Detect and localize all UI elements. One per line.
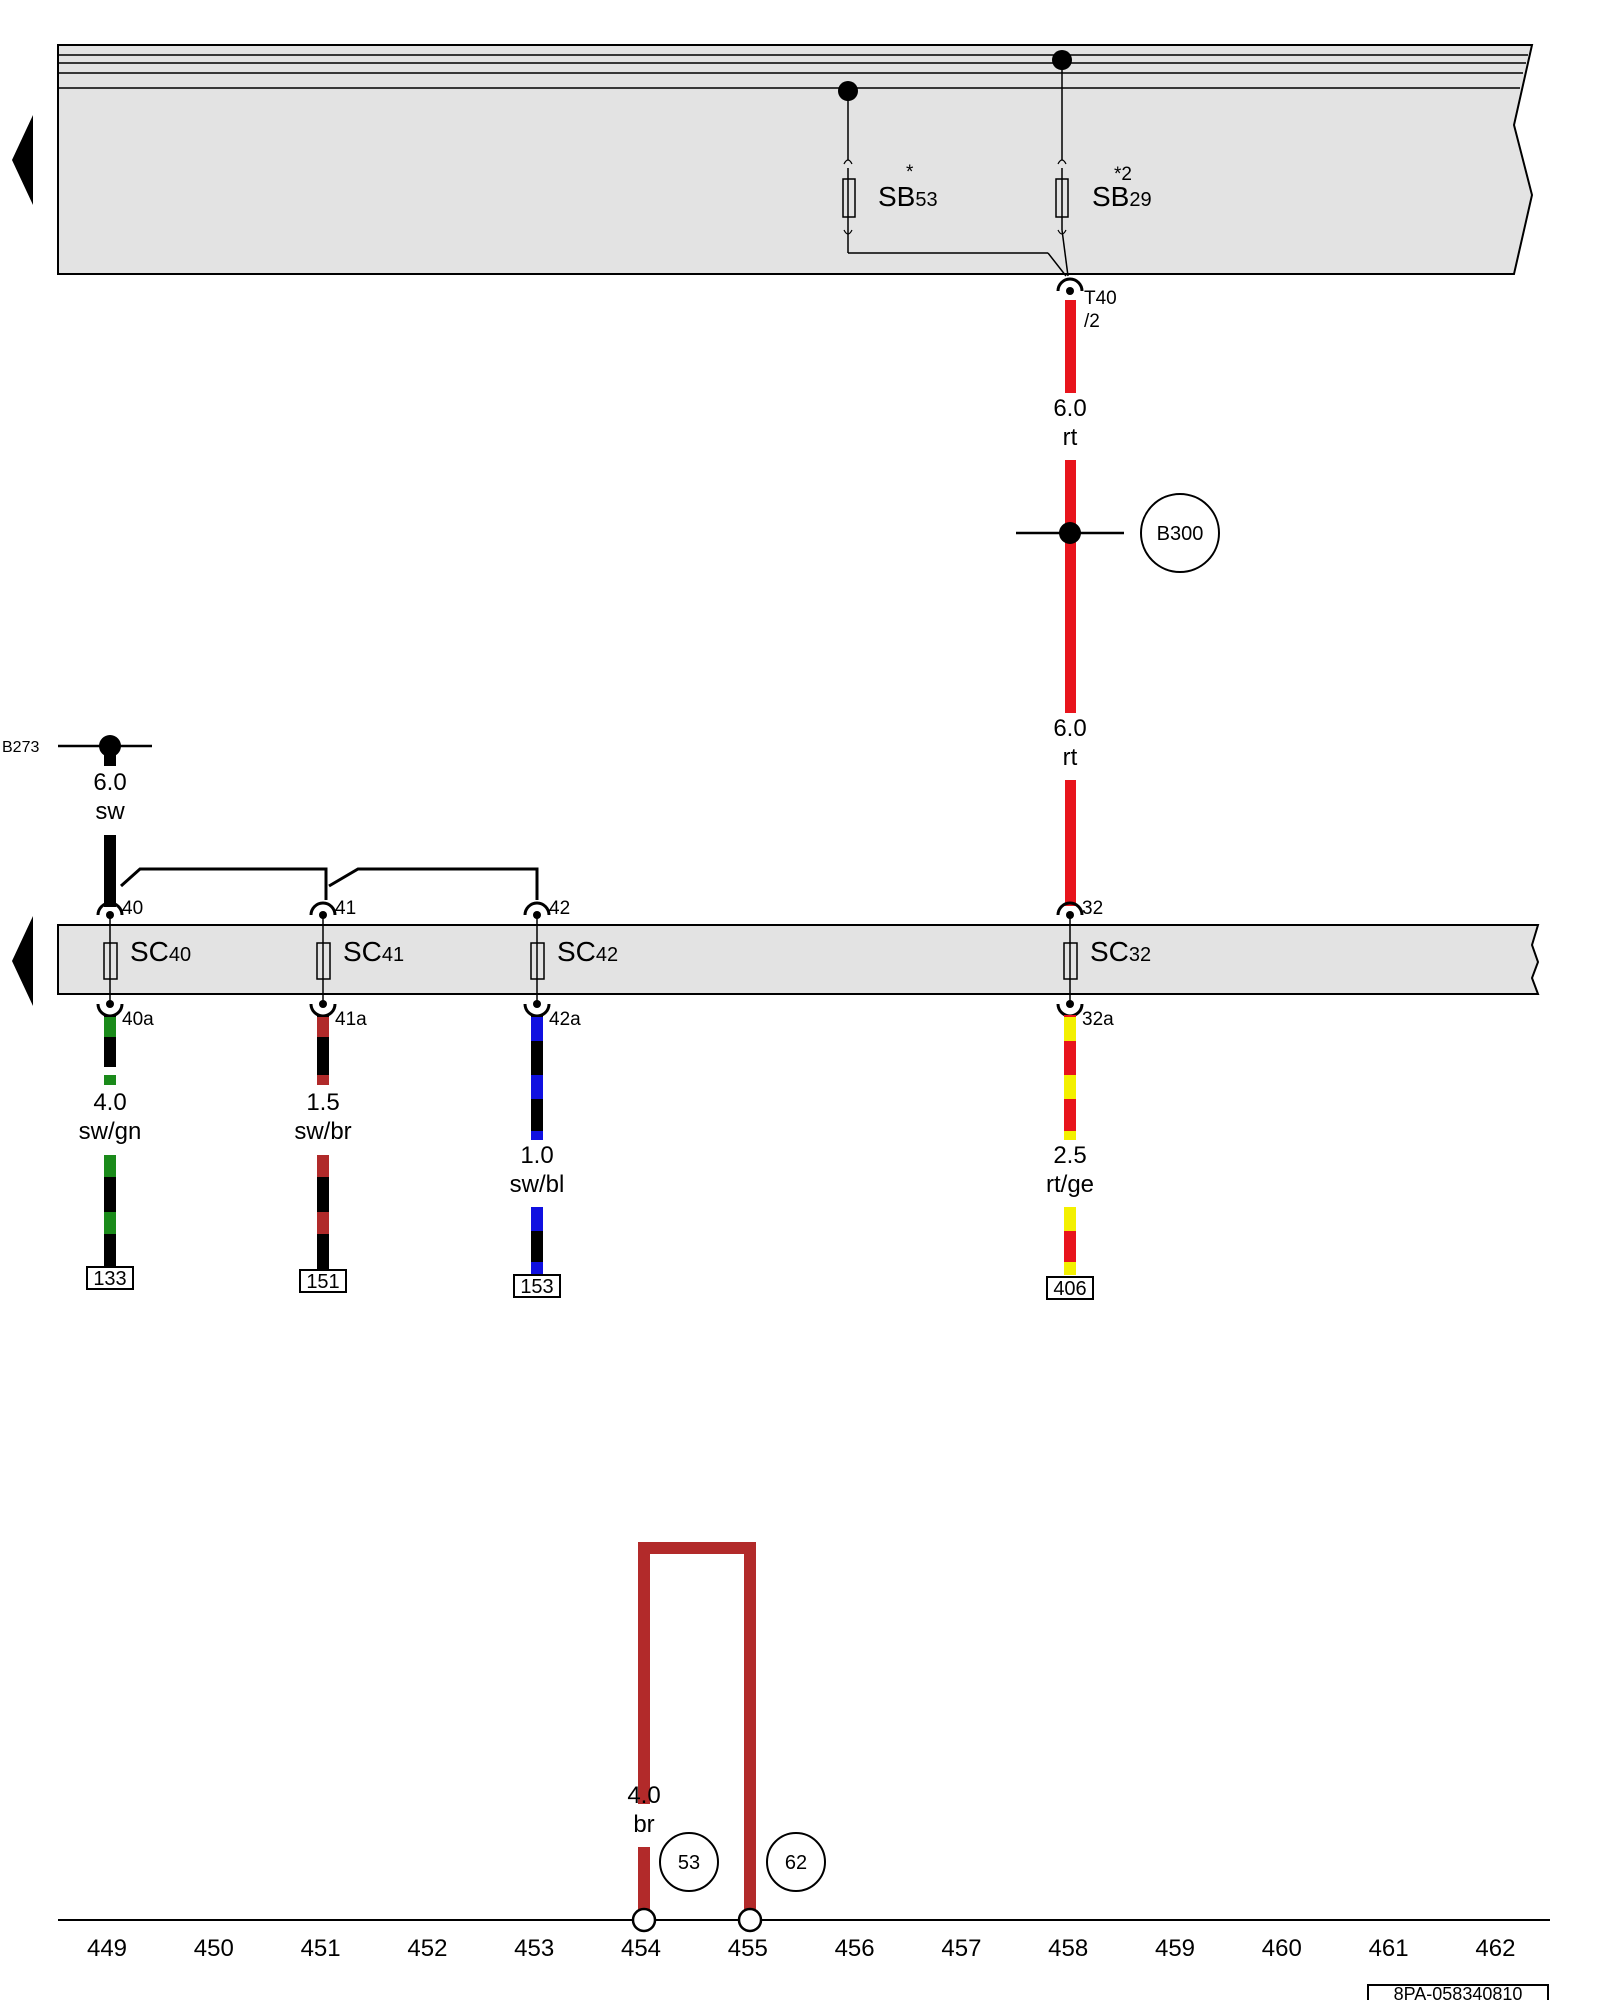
ref-circle-53[interactable] — [659, 1832, 719, 1892]
wire-sw-br-upper — [317, 1015, 329, 1085]
ground-point-b273-label: B273 — [2, 739, 39, 756]
ref-box-151-label: 151 — [306, 1271, 339, 1293]
fuse-sc42-symbol — [530, 942, 545, 980]
axis-label-454: 454 — [621, 1935, 661, 1962]
fuse-sc40-label: SC40 — [130, 936, 191, 967]
wire-rt-ge-upper — [1064, 1015, 1076, 1140]
wire-color-code: br — [633, 1811, 654, 1838]
connector-symbol — [309, 901, 337, 916]
fuse-sc42-label: SC42 — [557, 936, 618, 967]
wire-color-code: rt — [1063, 744, 1078, 771]
ref-box-153-label: 153 — [520, 1276, 553, 1298]
axis-label-451: 451 — [301, 1935, 341, 1962]
ref-box-133-label: 133 — [93, 1268, 126, 1290]
fuse-sc41-pin-in: 41 — [335, 898, 356, 919]
axis-label-449: 449 — [87, 1935, 127, 1962]
fuse-sc40-pin-in: 40 — [122, 898, 143, 919]
fuse-sc32-pin-in: 32 — [1082, 898, 1103, 919]
wire-br-bridge — [638, 1542, 756, 1918]
ref-circle-62[interactable] — [766, 1832, 826, 1892]
ground-terminal — [631, 1907, 657, 1933]
wire-color-code: rt/ge — [1046, 1171, 1094, 1198]
continuation-arrow-icon — [12, 115, 33, 205]
wire-size: 6.0 — [93, 769, 126, 796]
wire-size: 1.5 — [306, 1089, 339, 1116]
wire-red-segment — [1065, 780, 1076, 906]
connector-t40-pin: /2 — [1084, 311, 1100, 332]
fuse-sc40-symbol — [103, 942, 118, 980]
wire-color-code: sw/gn — [79, 1118, 142, 1145]
fuse-sb53-mark: * — [906, 162, 914, 183]
ground-point-b300-label: B300 — [1157, 523, 1204, 545]
wire-sw-bl-lower — [531, 1207, 543, 1275]
connector-symbol — [523, 901, 551, 916]
wire-color-code: sw/bl — [510, 1171, 565, 1198]
top-fuse-panel — [57, 44, 1534, 275]
ground-terminal — [737, 1907, 763, 1933]
ref-box-406[interactable] — [1046, 1276, 1094, 1300]
axis-label-453: 453 — [514, 1935, 554, 1962]
wire-color-code: rt — [1063, 424, 1078, 451]
ref-box-151[interactable] — [299, 1269, 347, 1293]
axis-label-459: 459 — [1155, 1935, 1195, 1962]
wire-rt-ge-lower — [1064, 1207, 1076, 1275]
axis-label-450: 450 — [194, 1935, 234, 1962]
connector-symbol — [96, 901, 124, 916]
wire-sw-gn-lower — [104, 1155, 116, 1267]
ref-box-153[interactable] — [513, 1274, 561, 1298]
wire-sw-gn-upper — [104, 1015, 116, 1085]
ref-box-406-label: 406 — [1053, 1278, 1086, 1300]
doc-stamp-box — [1367, 1984, 1549, 2000]
ref-circle-53-label: 53 — [678, 1852, 700, 1874]
wire-sw-bl-upper — [531, 1015, 543, 1140]
fuse-sc41-symbol — [316, 942, 331, 980]
ground-point-b300-circle — [1140, 493, 1220, 573]
jumper-wire — [328, 867, 539, 900]
wire-black-segment — [104, 835, 116, 907]
wire-size: 4.0 — [627, 1782, 660, 1809]
jumper-wire — [119, 867, 328, 900]
wire-color-code: sw/br — [294, 1118, 351, 1145]
axis-label-460: 460 — [1262, 1935, 1302, 1962]
wire-color-code: sw — [95, 798, 125, 825]
fuse-sb29-label: SB29 — [1092, 181, 1152, 212]
doc-stamp-label: 8PA-058340810 — [1394, 1984, 1523, 2000]
wire-size: 1.0 — [520, 1142, 553, 1169]
wire-red-segment — [1065, 460, 1076, 713]
fuse-sc41-label: SC41 — [343, 936, 404, 967]
ref-box-133[interactable] — [86, 1266, 134, 1290]
axis-label-455: 455 — [728, 1935, 768, 1962]
fuse-sc41-pin-out: 41a — [335, 1009, 367, 1030]
wire-size: 4.0 — [93, 1089, 126, 1116]
axis-label-461: 461 — [1369, 1935, 1409, 1962]
connector-symbol — [1056, 901, 1084, 916]
bottom-fuse-panel — [57, 924, 1540, 995]
fuse-sc32-symbol — [1063, 942, 1078, 980]
fuse-sb53-label: SB53 — [878, 181, 938, 212]
axis-labels: 449 450 451 452 453 454 455 456 457 458 459 460 461 4… — [87, 1935, 1515, 1962]
axis-label-456: 456 — [835, 1935, 875, 1962]
axis-label-457: 457 — [941, 1935, 981, 1962]
splice-b300-node — [1059, 522, 1081, 544]
connector-t40-label: T40 — [1084, 288, 1117, 309]
wire-sw-br-lower — [317, 1155, 329, 1270]
wire-size: 2.5 — [1053, 1142, 1086, 1169]
continuation-arrow-icon — [12, 916, 33, 1006]
fuse-sc42-pin-in: 42 — [549, 898, 570, 919]
fuse-sc32-pin-out: 32a — [1082, 1009, 1114, 1030]
wire-size: 6.0 — [1053, 395, 1086, 422]
axis-label-452: 452 — [407, 1935, 447, 1962]
ref-circle-62-label: 62 — [785, 1852, 807, 1874]
fuse-sb53-symbol — [842, 178, 856, 218]
fuse-sc42-pin-out: 42a — [549, 1009, 581, 1030]
wire-size: 6.0 — [1053, 715, 1086, 742]
fuse-sc32-label: SC32 — [1090, 936, 1151, 967]
fuse-sb29-mark: *2 — [1114, 164, 1132, 185]
fuse-sc40-pin-out: 40a — [122, 1009, 154, 1030]
axis-label-462: 462 — [1475, 1935, 1515, 1962]
connector-t40-symbol — [1056, 277, 1084, 292]
axis-label-458: 458 — [1048, 1935, 1088, 1962]
wire-red-segment — [1065, 300, 1076, 393]
